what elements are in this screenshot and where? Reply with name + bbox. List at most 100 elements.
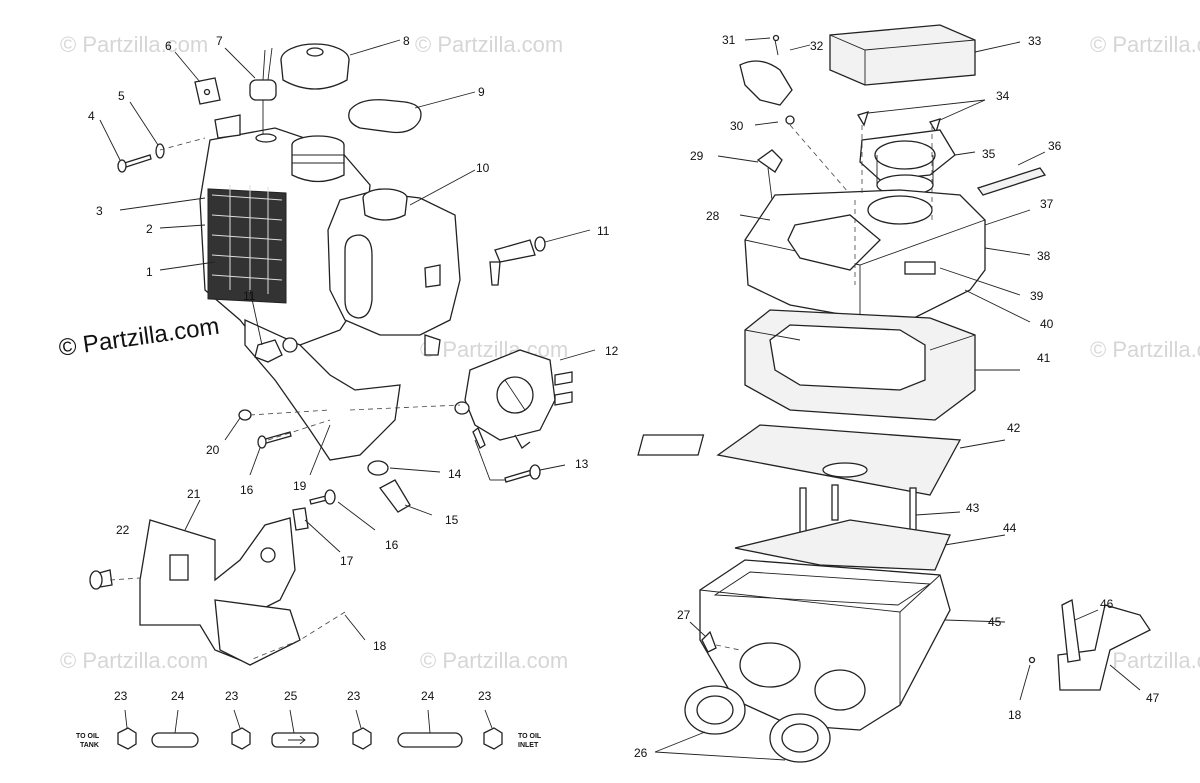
callout: 35	[982, 147, 996, 161]
grille-mesh	[211, 185, 283, 294]
hose-label: TO OIL	[518, 733, 542, 740]
callout: 24	[171, 689, 185, 703]
watermark: © Partzilla.com	[60, 648, 208, 673]
callout: 9	[478, 85, 485, 99]
callout: 28	[706, 209, 720, 223]
callout: 20	[206, 443, 220, 457]
callout: 36	[1048, 139, 1062, 153]
callout: 23	[225, 689, 239, 703]
callout: 2	[146, 222, 153, 236]
callout: 32	[810, 39, 824, 53]
callout: 45	[988, 615, 1002, 629]
clamp-14	[367, 460, 389, 476]
callout: 15	[445, 513, 459, 527]
callout: 33	[1028, 34, 1042, 48]
callout: 3	[96, 204, 103, 218]
callout: 34	[996, 89, 1010, 103]
callout: 29	[690, 149, 704, 163]
nut-20	[238, 409, 252, 421]
callout: 30	[730, 119, 744, 133]
foam-block	[829, 24, 976, 86]
screw-34	[929, 118, 941, 134]
oil-valve	[494, 239, 536, 263]
callout-labels: 1 2 3 4 5 6 7 8 9 10 11 11 12 13 14 15 1…	[88, 33, 1160, 760]
callout: 17	[340, 554, 354, 568]
stud-43	[909, 487, 917, 534]
base-plate	[734, 519, 951, 571]
oil-hose	[397, 732, 463, 748]
callout: 47	[1146, 691, 1160, 705]
callout: 46	[1100, 597, 1114, 611]
callout: 13	[575, 457, 589, 471]
oil-hose	[151, 732, 199, 748]
callout: 23	[114, 689, 128, 703]
callout: 23	[478, 689, 492, 703]
hose-clamp	[483, 727, 503, 750]
callout: 4	[88, 109, 95, 123]
callout: 19	[293, 479, 307, 493]
callout: 22	[116, 523, 130, 537]
watermark: © Partzilla.com	[60, 32, 208, 57]
tank-tab	[214, 114, 241, 139]
callout: 1	[146, 265, 153, 279]
callout: 21	[187, 487, 201, 501]
watermark: © Partzilla.com	[415, 32, 563, 57]
oil-hose-line: TO OIL TANK TO OIL INLET	[76, 709, 542, 750]
callout: 27	[677, 608, 691, 622]
callout: 40	[1040, 317, 1054, 331]
callout: 42	[1007, 421, 1021, 435]
hose-clamp	[352, 727, 372, 750]
screw-34	[857, 111, 869, 127]
washer-5	[155, 143, 165, 159]
watermark: © Partzilla.com	[1090, 32, 1200, 57]
stud-43	[799, 487, 807, 534]
hose-label: TANK	[80, 742, 99, 749]
lid-opening	[787, 214, 881, 271]
air-box-base	[699, 559, 951, 731]
callout: 24	[421, 689, 435, 703]
fitting-27	[701, 630, 717, 653]
air-box-lid	[744, 189, 986, 326]
hose-clamp	[117, 727, 137, 750]
callout: 25	[284, 689, 298, 703]
screw-13	[504, 469, 534, 483]
clip-17	[292, 507, 309, 531]
callout: 11	[243, 289, 256, 303]
oil-tank-assembly	[89, 39, 596, 666]
callout: 6	[165, 39, 172, 53]
watermark: © Partzilla.com	[420, 648, 568, 673]
hose-clamp	[231, 727, 251, 750]
callout: 11	[597, 224, 610, 238]
callout: 18	[373, 639, 387, 653]
watermark: © Partzilla.com	[1090, 337, 1200, 362]
callout: 41	[1037, 351, 1051, 365]
hose-label: INLET	[518, 742, 539, 749]
cable-bracket	[739, 60, 793, 106]
tank-grille	[207, 188, 287, 304]
hose-label: TO OIL	[76, 733, 100, 740]
callout: 43	[966, 501, 980, 515]
callout: 18	[1008, 708, 1022, 722]
watermark-main: © Partzilla.com	[57, 313, 221, 362]
bracket-47	[1057, 604, 1151, 691]
strap-46	[1061, 599, 1081, 663]
callout: 37	[1040, 197, 1054, 211]
callout: 14	[448, 467, 462, 481]
callout: 16	[385, 538, 399, 552]
callout: 7	[216, 34, 223, 48]
plug-11	[254, 339, 283, 363]
reservoir-cap	[348, 99, 422, 134]
callout: 5	[118, 89, 125, 103]
callout: 26	[634, 746, 648, 760]
gasket	[716, 424, 962, 496]
callout: 38	[1037, 249, 1051, 263]
fitting-15	[379, 479, 411, 513]
callout: 31	[722, 33, 736, 47]
callout: 12	[605, 344, 619, 358]
stud-43	[831, 484, 839, 521]
callout: 8	[403, 34, 410, 48]
knob-29	[756, 149, 783, 173]
callout: 23	[347, 689, 361, 703]
callout: 16	[240, 483, 254, 497]
